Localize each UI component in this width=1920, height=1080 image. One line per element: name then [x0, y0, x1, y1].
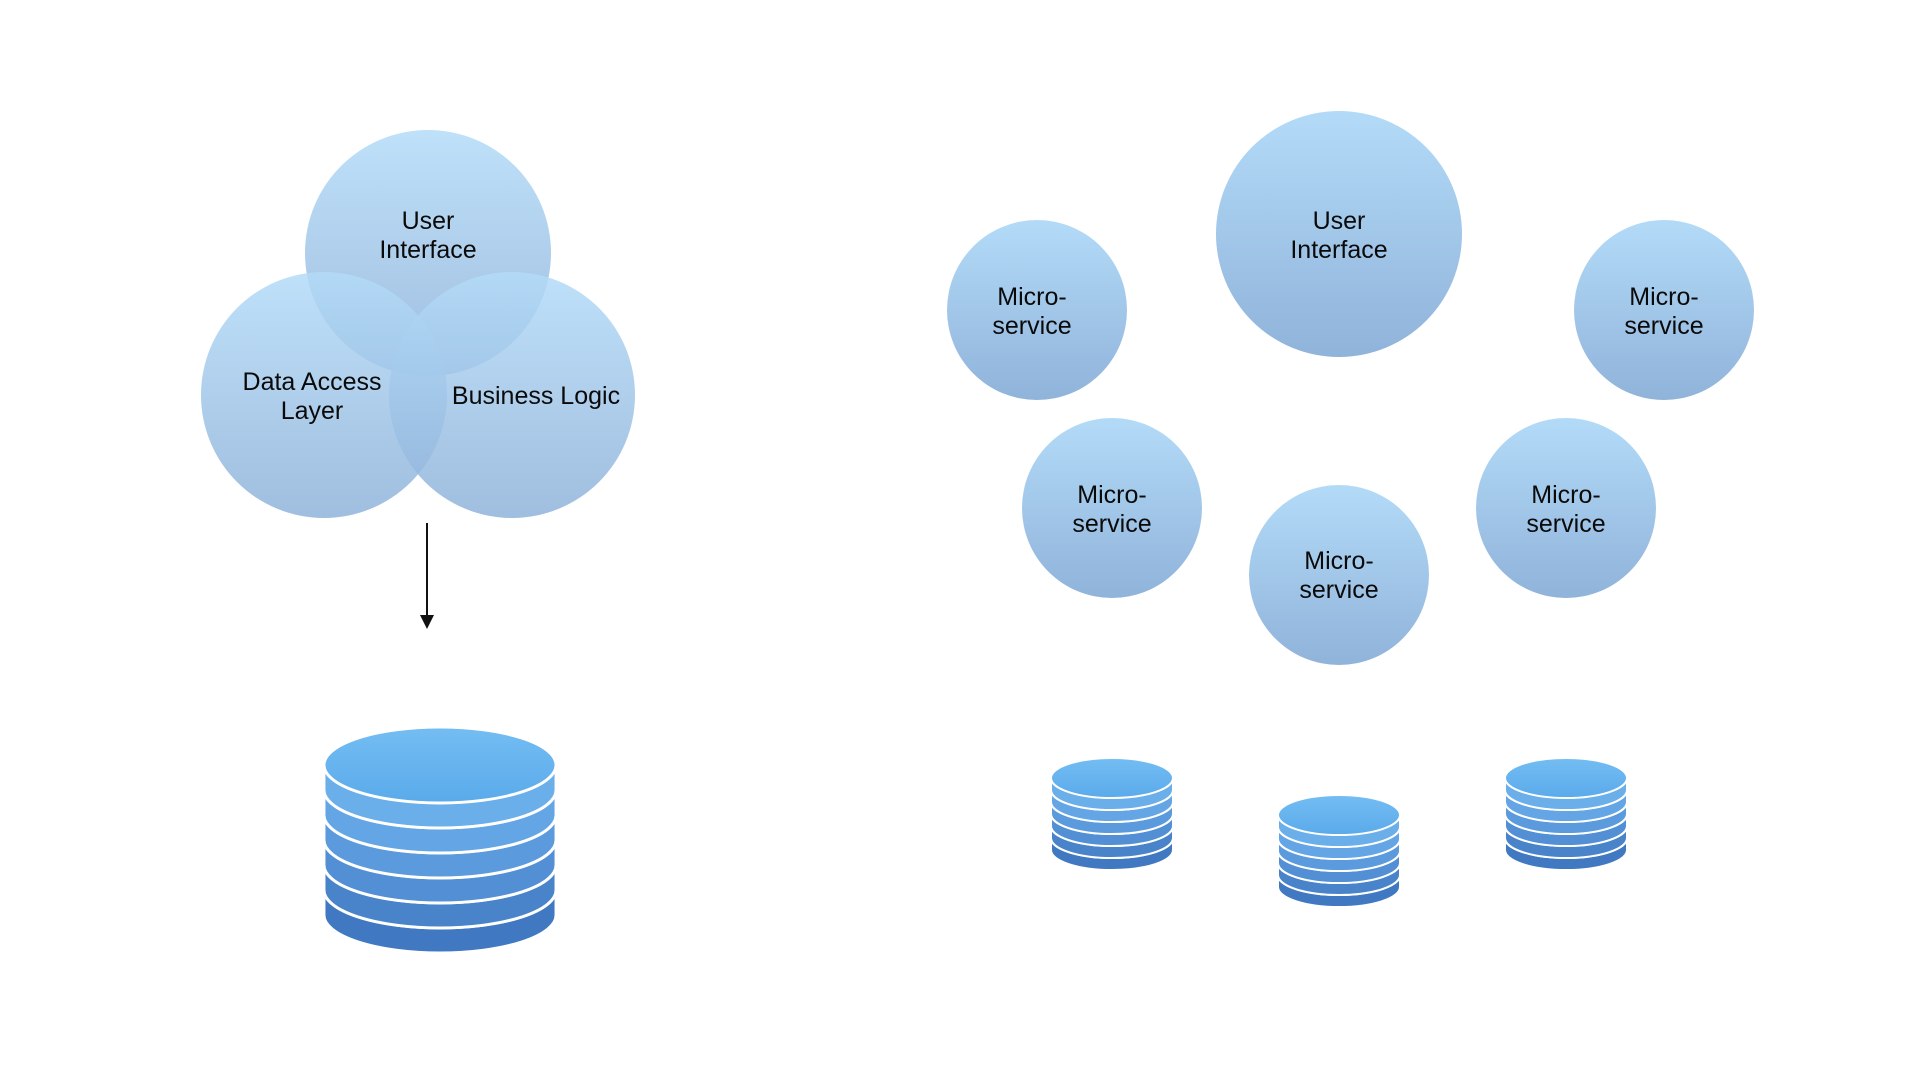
- microservice-2-label-line1: Micro-: [1629, 283, 1698, 311]
- microservice-node-3: [1022, 418, 1202, 598]
- data-access-label-line2: Layer: [281, 397, 344, 425]
- monolith-ui-label-line1: User: [402, 207, 455, 235]
- microservice-database-icon-3: [1504, 757, 1628, 871]
- microservice-1-label-line1: Micro-: [997, 283, 1066, 311]
- micro-ui-label-line2: Interface: [1290, 236, 1387, 264]
- microservice-2-label-line2: service: [1624, 312, 1703, 340]
- microservice-4-label-line2: service: [1526, 510, 1605, 538]
- microservice-database-icon-2: [1277, 794, 1401, 908]
- business-logic-label: Business Logic: [452, 382, 620, 410]
- microservice-node-1: [947, 220, 1127, 400]
- monolith-ui-label-line2: Interface: [379, 236, 476, 264]
- micro-user-interface-circle: [1216, 111, 1462, 357]
- microservice-node-4: [1476, 418, 1656, 598]
- data-access-label-line1: Data Access: [243, 368, 382, 396]
- microservice-node-2: [1574, 220, 1754, 400]
- monolith-database-icon: [322, 725, 558, 955]
- microservice-4-label-line1: Micro-: [1531, 481, 1600, 509]
- data-access-layer-circle: [201, 272, 447, 518]
- microservice-1-label-line2: service: [992, 312, 1071, 340]
- database-top-disk: [1050, 757, 1174, 799]
- microservice-3-label-line2: service: [1072, 510, 1151, 538]
- microservice-database-icon-1: [1050, 757, 1174, 871]
- microservice-3-label-line1: Micro-: [1077, 481, 1146, 509]
- microservice-5-label-line1: Micro-: [1304, 547, 1373, 575]
- microservice-node-5: [1249, 485, 1429, 665]
- business-logic-circle: [389, 272, 635, 518]
- database-top-disk: [1277, 794, 1401, 836]
- database-top-disk: [322, 725, 558, 805]
- micro-ui-label-line1: User: [1313, 207, 1366, 235]
- database-top-disk: [1504, 757, 1628, 799]
- microservices-group: User Interface Micro- service Micro- ser…: [947, 111, 1754, 665]
- microservice-5-label-line2: service: [1299, 576, 1378, 604]
- monolith-group: User Interface Data Access Layer Busines…: [201, 130, 635, 629]
